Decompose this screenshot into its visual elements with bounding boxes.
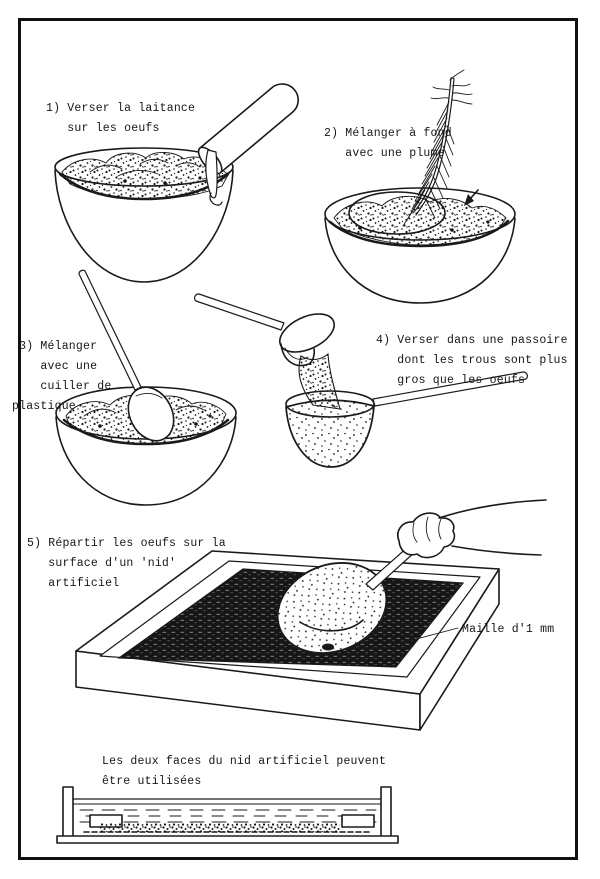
stir-arrow-icon [464,189,479,206]
step-3-caption: 3) Mélanger avec une cuiller de plastiqu… [12,340,112,413]
nest-cross-section-illustration [56,786,399,844]
bowl-step1-illustration [54,147,234,283]
post-left [62,786,74,839]
mesh-size-label: Maille d'1 mm [462,623,555,636]
mesh-leader-line [385,627,459,648]
step-1-caption: 1) Verser la laitance sur les oeufs [46,102,196,135]
page-border-frame [18,18,578,860]
feather-icon [402,69,473,227]
step-5-caption: 5) Répartir les oeufs sur la surface d'u… [27,537,226,590]
egg-stream [298,352,341,410]
strainer-icon [285,371,528,468]
ladle-icon [194,293,335,367]
footer-note: Les deux faces du nid artificiel peuvent… [102,755,387,788]
milt-stream [205,149,223,206]
base-bar [56,835,399,844]
post-right [380,786,392,839]
strainer-over-tray-icon [276,544,417,654]
bowl-step2-illustration [324,187,516,304]
step-4-caption: 4) Verser dans une passoire dont les tro… [376,334,568,387]
hand-icon [397,499,547,559]
plastic-spoon-icon [78,269,175,442]
egg-layer [100,823,340,832]
float-right [341,814,375,828]
step-2-caption: 2) Mélanger à fond avec une plume [324,127,452,160]
